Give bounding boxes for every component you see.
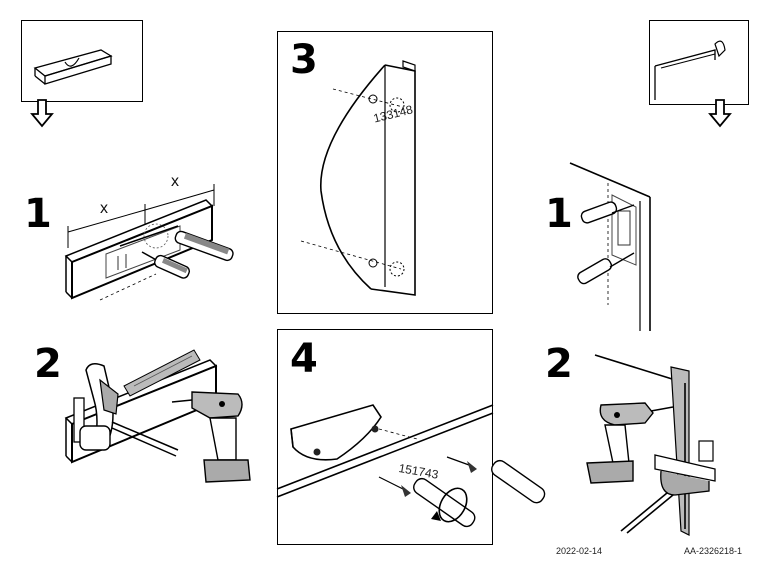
arrow-down-icon — [708, 99, 732, 128]
handle-mount-illustration — [276, 404, 546, 528]
orientation-box-left — [21, 20, 143, 102]
document-id: AA-2326218-1 — [684, 546, 743, 556]
door-template-illustration — [569, 162, 651, 331]
document-date: 2022-02-14 — [556, 546, 603, 556]
measure-handle-illustration — [64, 184, 234, 301]
door-panel-icon — [654, 40, 726, 100]
step-number: 3 — [290, 37, 318, 83]
handle-profile-illustration — [300, 60, 416, 296]
step-number: 2 — [34, 341, 62, 387]
step-number: 4 — [290, 336, 318, 382]
arrow-down-icon — [30, 99, 54, 128]
door-clamp-drill-illustration — [586, 354, 716, 536]
step-number: 2 — [545, 341, 573, 387]
step-number: 1 — [545, 191, 573, 237]
clamp-drill-illustration — [64, 349, 251, 483]
measurement-label: x — [171, 173, 179, 190]
step-number: 1 — [24, 191, 52, 237]
drawer-front-icon — [33, 49, 113, 85]
measurement-label: x — [100, 200, 108, 217]
